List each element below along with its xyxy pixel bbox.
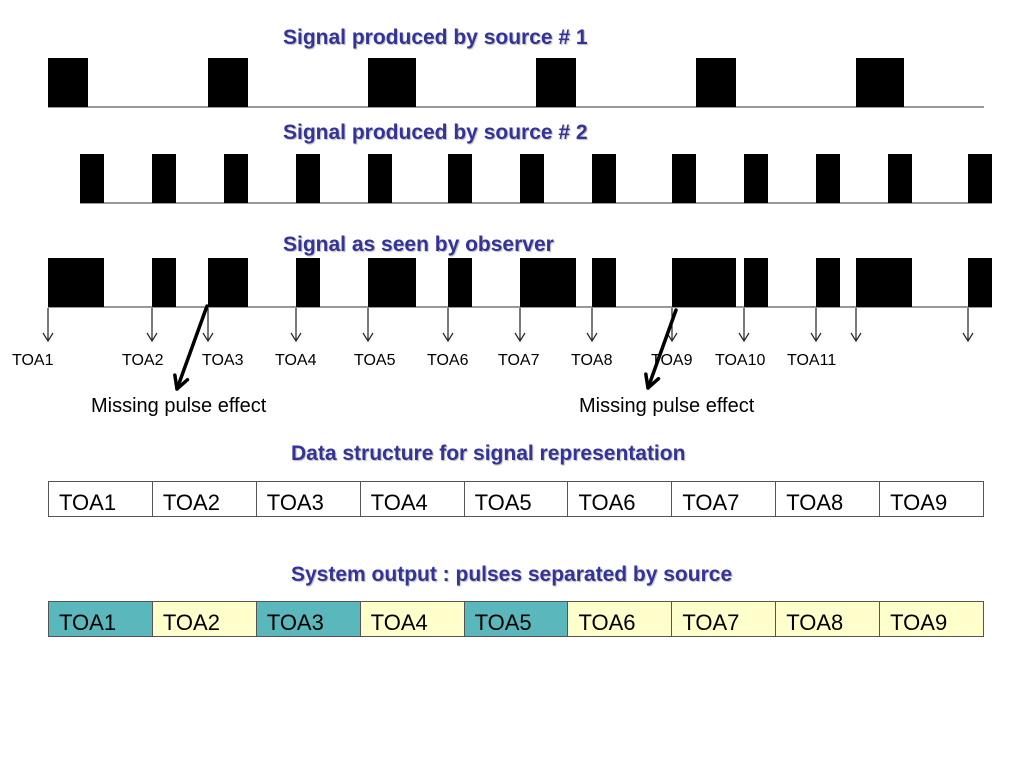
toa-arrowhead	[202, 332, 214, 343]
system-output-cell: TOA9	[880, 602, 984, 636]
toa-label: TOA5	[354, 352, 396, 369]
system-output-cell: TOA5	[464, 602, 569, 636]
heading-source-1: Signal produced by source # 1	[283, 26, 588, 49]
data-structure-cell: TOA6	[568, 482, 673, 516]
source-2-pulse	[224, 154, 248, 203]
observer-pulse	[816, 258, 840, 307]
source-1-pulse	[208, 58, 248, 107]
toa-label: TOA3	[202, 352, 244, 369]
system-output-cell: TOA4	[360, 602, 465, 636]
missing-pulse-note-right: Missing pulse effect	[579, 395, 755, 417]
source-2-pulse	[368, 154, 392, 203]
data-structure-cell: TOA9	[880, 482, 984, 516]
toa-arrowhead	[810, 332, 822, 343]
toa-label: TOA4	[275, 352, 317, 369]
toa-arrowhead	[290, 332, 302, 343]
source-2-pulse	[672, 154, 696, 203]
system-output-cell: TOA8	[776, 602, 881, 636]
system-output-cell: TOA7	[672, 602, 777, 636]
observer-pulse-train	[48, 258, 992, 308]
observer-pulse	[208, 258, 248, 307]
toa-arrowhead	[42, 332, 54, 343]
system-output-cell: TOA2	[152, 602, 257, 636]
data-structure-cell: TOA5	[464, 482, 569, 516]
observer-pulse	[744, 258, 768, 307]
source-1-pulse-train	[48, 58, 984, 108]
source-1-pulse	[856, 58, 904, 107]
toa-arrowhead	[666, 332, 678, 343]
data-structure-cell: TOA1	[49, 482, 153, 516]
toa-label: TOA11	[787, 352, 837, 369]
data-structure-cell: TOA2	[152, 482, 257, 516]
toa-arrowhead	[362, 332, 374, 343]
missing-pulse-arrowhead	[173, 373, 190, 391]
heading-observer: Signal as seen by observer	[283, 233, 554, 256]
heading-system-output: System output : pulses separated by sour…	[291, 563, 733, 586]
toa-label: TOA10	[715, 352, 766, 369]
toa-arrowhead	[962, 332, 974, 343]
source-2-pulse	[80, 154, 104, 203]
source-1-pulse	[48, 58, 88, 107]
observer-pulse	[592, 258, 616, 307]
data-structure-cell: TOA4	[360, 482, 465, 516]
observer-pulse	[152, 258, 176, 307]
observer-pulse	[672, 258, 736, 307]
observer-pulse	[448, 258, 472, 307]
missing-pulse-arrow	[175, 304, 209, 391]
data-structure-cell: TOA8	[776, 482, 881, 516]
toa-label: TOA7	[498, 352, 540, 369]
data-structure-cell: TOA3	[256, 482, 361, 516]
toa-label: TOA9	[651, 352, 693, 369]
source-2-pulse	[592, 154, 616, 203]
source-2-pulse	[296, 154, 320, 203]
observer-pulse	[856, 258, 912, 307]
missing-pulse-arrow	[646, 308, 678, 390]
system-output-cell: TOA3	[256, 602, 361, 636]
heading-source-2: Signal produced by source # 2	[283, 121, 588, 144]
toa-arrowhead	[738, 332, 750, 343]
source-2-pulse	[448, 154, 472, 203]
toa-label: TOA8	[571, 352, 613, 369]
data-structure-cell: TOA7	[672, 482, 777, 516]
missing-pulse-note-left: Missing pulse effect	[91, 395, 267, 417]
observer-pulse	[520, 258, 576, 307]
source-2-pulse	[520, 154, 544, 203]
missing-pulse-arrowhead	[644, 372, 661, 390]
source-2-pulse	[816, 154, 840, 203]
source-1-pulse	[368, 58, 416, 107]
system-output-cell: TOA6	[568, 602, 673, 636]
toa-arrowhead	[442, 332, 454, 343]
pulse-trains	[42, 58, 992, 391]
source-2-pulse	[152, 154, 176, 203]
observer-pulse	[296, 258, 320, 307]
toa-label: TOA2	[122, 352, 164, 369]
missing-pulse-arrows	[173, 304, 678, 391]
toa-arrowhead	[586, 332, 598, 343]
toa-arrowhead	[146, 332, 158, 343]
toa-arrowhead	[850, 332, 862, 343]
toa-arrowhead	[514, 332, 526, 343]
source-1-pulse	[696, 58, 736, 107]
source-2-pulse	[968, 154, 992, 203]
system-output-cell: TOA1	[49, 602, 153, 636]
toa-label: TOA1	[12, 352, 54, 369]
toa-label: TOA6	[427, 352, 469, 369]
observer-pulse	[968, 258, 992, 307]
source-2-pulse-train	[80, 154, 992, 204]
source-1-pulse	[536, 58, 576, 107]
source-2-pulse	[888, 154, 912, 203]
heading-data-structure: Data structure for signal representation	[291, 442, 686, 465]
source-2-pulse	[744, 154, 768, 203]
toa-arrows	[42, 308, 974, 343]
observer-pulse	[368, 258, 416, 307]
observer-pulse	[48, 258, 104, 307]
